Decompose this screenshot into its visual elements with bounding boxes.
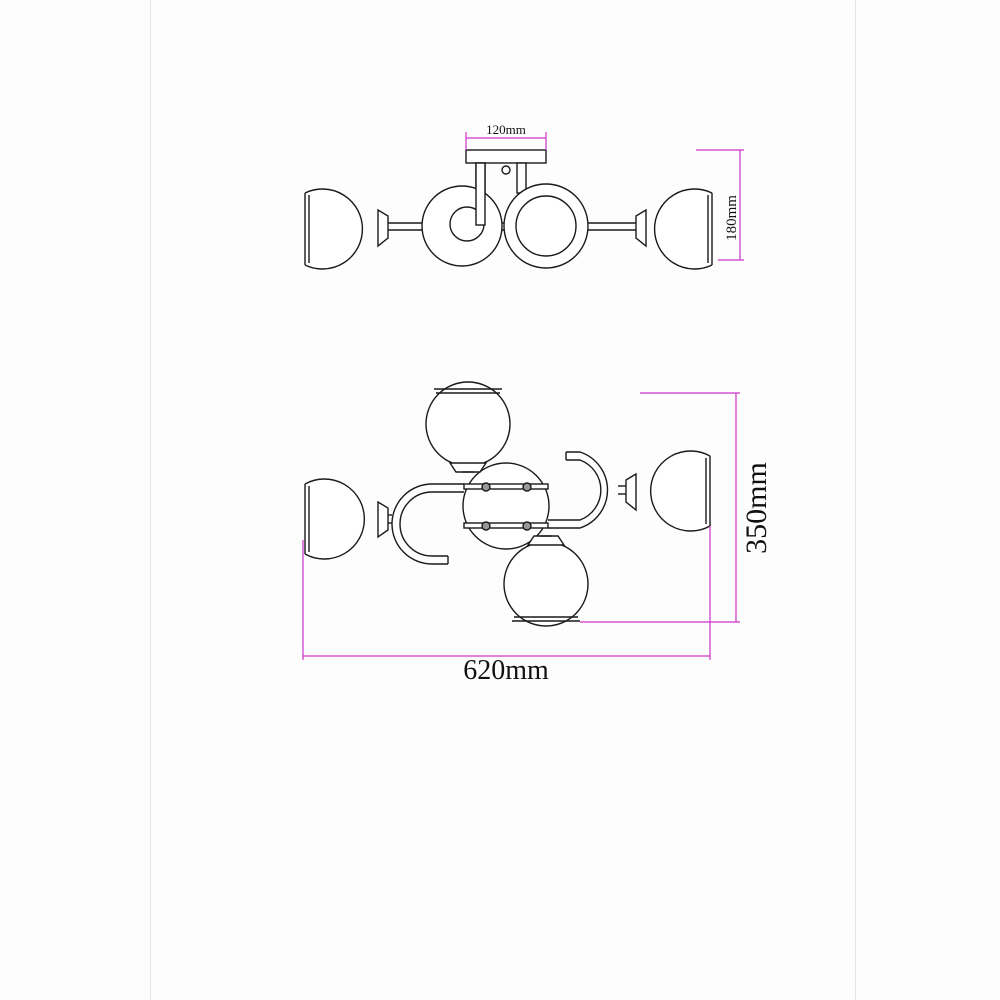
- front-view: [304, 149, 713, 270]
- mount-plate: [465, 149, 547, 164]
- arm-right: [548, 451, 626, 529]
- top-shade-upper: [425, 381, 511, 473]
- dim-label-height: 180mm: [724, 195, 740, 241]
- dim-label-depth: 350mm: [740, 462, 773, 554]
- frame-line-left: [150, 0, 151, 1000]
- front-shade-center-right: [503, 183, 589, 269]
- top-shade-lower: [503, 535, 589, 627]
- frame-line-right: [855, 0, 856, 1000]
- front-dimensions: [465, 132, 744, 261]
- top-shade-left: [304, 478, 389, 560]
- dim-label-width: 620mm: [463, 655, 549, 686]
- arm-left: [388, 483, 464, 565]
- front-shade-center-left: [421, 162, 503, 267]
- top-shade-right: [625, 450, 711, 532]
- front-shade-left: [304, 188, 389, 270]
- top-view: [304, 381, 711, 627]
- dim-label-mount-width: 120mm: [486, 122, 526, 137]
- front-shade-right: [635, 188, 713, 270]
- center-crossbars: [463, 482, 549, 531]
- top-dimensions: [302, 392, 740, 660]
